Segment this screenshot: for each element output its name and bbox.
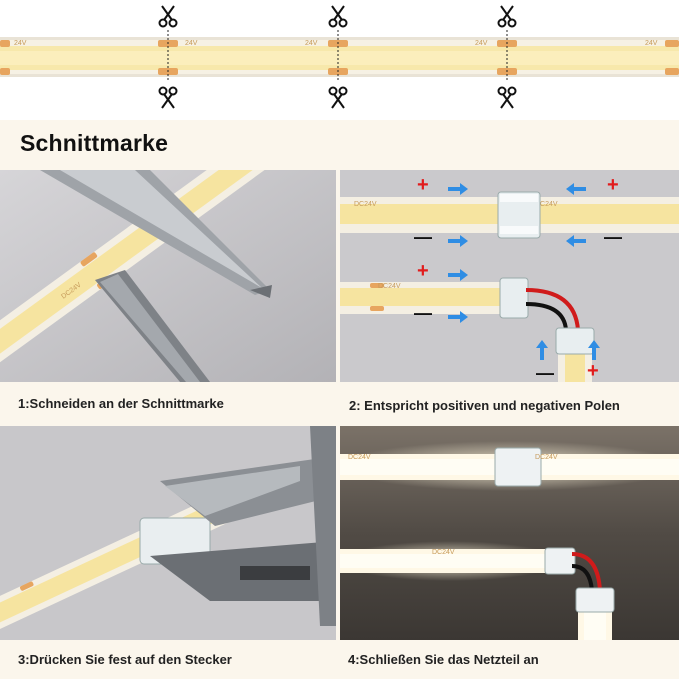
strip-voltage-label: 24V [185, 40, 198, 47]
strip-dc-label: DC24V [348, 454, 371, 461]
strip-dc-label: DC24V [432, 549, 455, 556]
step-4-image: DC24V DC24V DC24V [340, 426, 679, 640]
step-4-caption-bar: 4:Schließen Sie das Netzteil an [340, 640, 679, 679]
connector-clip [575, 587, 615, 613]
step-2-image: DC24V DC24V DC24V + + — [340, 170, 679, 382]
minus-sign: — [414, 227, 432, 247]
strip-dc-label: DC24V [535, 201, 558, 208]
arrow-up-icon [588, 340, 600, 360]
minus-sign: — [414, 303, 432, 323]
top-strip-area: 24V 24V 24V 24V 24V [0, 0, 679, 120]
step-3-image [0, 426, 336, 640]
minus-sign: — [536, 363, 554, 382]
strip-voltage-label: 24V [14, 40, 27, 47]
connector-clip [544, 547, 576, 575]
step-caption: 3:Drücken Sie fest auf den Stecker [18, 652, 232, 667]
scissors-icon [328, 86, 348, 109]
scissors-icon [497, 5, 517, 28]
strip-dc-label: DC24V [354, 201, 377, 208]
plus-sign: + [587, 360, 599, 382]
strip-dc-label: DC24V [378, 283, 401, 290]
arrow-up-icon [536, 340, 548, 360]
step-1-image: DC24V [0, 170, 336, 382]
top-led-strip-illustration: 24V 24V 24V 24V 24V [0, 30, 679, 82]
arrow-left-icon [566, 235, 586, 247]
scissors-icon [497, 86, 517, 109]
arrow-right-icon [448, 183, 468, 195]
scissors-icon [158, 5, 178, 28]
arrow-right-icon [448, 311, 468, 323]
plus-sign: + [417, 174, 429, 196]
arrow-left-icon [566, 183, 586, 195]
connector-clip [555, 327, 595, 355]
step-caption: 4:Schließen Sie das Netzteil an [348, 652, 539, 667]
step-caption: 1:Schneiden an der Schnittmarke [18, 396, 224, 411]
plus-sign: + [607, 174, 619, 196]
step-2-caption-bar: 2: Entspricht positiven und negativen Po… [340, 382, 679, 426]
step-caption: 2: Entspricht positiven und negativen Po… [349, 398, 620, 413]
plus-sign: + [417, 260, 429, 282]
arrow-right-icon [448, 235, 468, 247]
step-1-caption-bar: 1:Schneiden an der Schnittmarke [0, 382, 336, 426]
step-3-caption-bar: 3:Drücken Sie fest auf den Stecker [0, 640, 336, 679]
page-title: Schnittmarke [20, 130, 169, 156]
scissors-icon [328, 5, 348, 28]
strip-voltage-label: 24V [645, 40, 658, 47]
strip-voltage-label: 24V [475, 40, 488, 47]
strip-dc-label: DC24V [535, 454, 558, 461]
strip-voltage-label: 24V [305, 40, 318, 47]
connector-clip [499, 277, 529, 319]
minus-sign: — [604, 227, 622, 247]
scissors-icon [158, 86, 178, 109]
connector-clip [494, 447, 542, 487]
arrow-right-icon [448, 269, 468, 281]
heading-bar: Schnittmarke [0, 120, 679, 170]
